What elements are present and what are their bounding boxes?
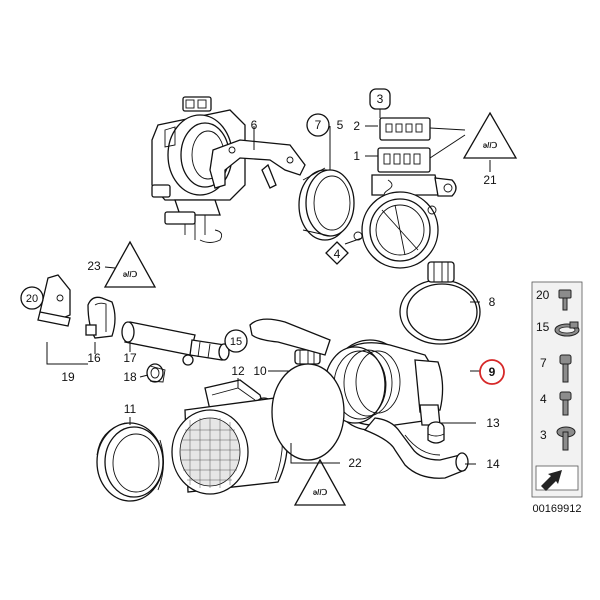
bolt-flange-icon [558,289,572,311]
legend-row-4: 4 [540,391,572,416]
legend-label-7: 7 [540,356,547,370]
callout-4-badge: 4 [325,241,349,265]
callout-20: 20 [26,293,38,305]
legend-row-20: 20 [536,288,572,311]
callout-11: 11 [124,402,137,416]
callout-12: 12 [231,364,245,378]
callout-22: 22 [348,456,362,470]
warning-triangle-23: ǝ//ꓛ [103,240,157,288]
callout-16: 16 [87,351,101,365]
throttle-body-drawing [151,96,246,243]
throttle-housing-part-1 [353,117,457,269]
screw-icon [559,354,572,383]
legend-row-7: 7 [540,354,572,383]
callout-21: 21 [483,173,497,187]
washer-screw-icon [556,426,576,451]
warning-triangle-22: ǝ//ꓛ [293,458,347,506]
legend-row-15: 15 [536,320,580,337]
air-mass-sensor-part-12 [171,379,288,495]
bracket-part-6 [209,139,306,189]
callout-9: 9 [489,365,496,379]
hose-clamp-part-8 [399,261,481,345]
legend-label-15: 15 [536,320,550,334]
rubber-ring-part-11 [96,422,164,502]
callout-8: 8 [489,295,496,309]
clamp-part-16 [85,296,116,339]
legend-panel: 20 15 7 4 [531,281,583,498]
callout-19: 19 [61,370,75,384]
gasket-ring-part-5 [298,167,355,241]
hose-clamp-icon [554,321,580,337]
callouts: 1 2 3 4 5 6 7 8 9 10 11 12 13 14 15 16 1… [20,88,505,471]
callout-18: 18 [123,370,137,384]
callout-10: 10 [253,364,267,378]
callout-13: 13 [486,416,500,430]
callout-23: 23 [87,259,101,273]
callout-20-badge: 20 [20,286,44,310]
callout-15-badge: 15 [224,329,248,353]
svg-text:ǝ//ꓛ: ǝ//ꓛ [313,488,328,497]
svg-text:ǝ//ꓛ: ǝ//ꓛ [483,141,498,150]
callout-17: 17 [123,351,137,365]
callout-6: 6 [251,118,258,132]
rubber-bush-part-18 [146,363,166,383]
legend-label-20: 20 [536,288,550,302]
leader-lines [46,102,491,465]
legend-label-4: 4 [540,392,547,406]
idle-valve-part-17 [121,321,230,366]
callout-14: 14 [486,457,500,471]
warning-triangle-21: ǝ//ꓛ [462,111,518,159]
bracket-part-16 [37,274,71,327]
callout-1: 1 [353,149,360,163]
callout-9-badge: 9 [479,359,505,385]
clamp-ring-part-22 [271,363,345,461]
callout-15: 15 [230,336,242,348]
hose-part-14 [363,417,469,479]
legend-label-3: 3 [540,428,547,442]
callout-5: 5 [337,118,344,132]
callout-4: 4 [334,247,341,261]
legend-row-3: 3 [540,426,576,451]
svg-text:ǝ//ꓛ: ǝ//ꓛ [123,270,138,279]
callout-7-badge: 7 [306,113,330,137]
callout-7: 7 [315,118,322,132]
diagram-number: 00169912 [533,503,582,515]
callout-3: 3 [377,92,384,106]
direction-arrow-icon [535,465,579,491]
callout-3-badge: 3 [369,88,391,110]
grommet-part-13 [427,421,445,444]
callout-2: 2 [353,119,360,133]
bolt-icon [559,391,572,416]
